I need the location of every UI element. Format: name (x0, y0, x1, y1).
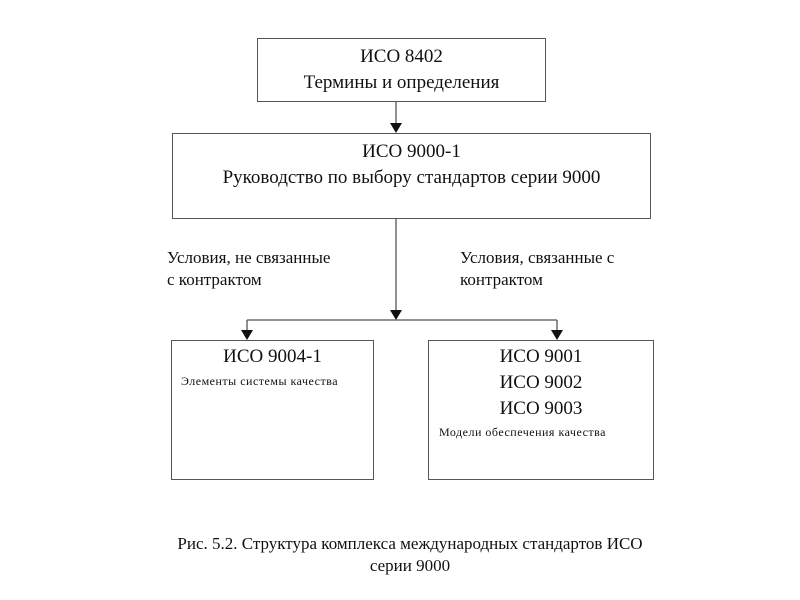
arrowhead-middle (390, 123, 402, 133)
box-title: ИСО 9004-1 (223, 346, 322, 367)
figure-caption: Рис. 5.2. Структура комплекса международ… (100, 533, 720, 577)
arrowhead-left (241, 330, 253, 340)
label-line: с контрактом (167, 270, 262, 289)
arrowhead-branch (390, 310, 402, 320)
box-title: ИСО 9003 (499, 398, 583, 419)
label-line: контрактом (460, 270, 543, 289)
box-title: ИСО 8402 (360, 46, 443, 67)
box-iso-8402: ИСО 8402 Термины и определения (257, 38, 546, 102)
branch-label-non-contract: Условия, не связанные с контрактом (167, 247, 330, 291)
box-iso-9000-1: ИСО 9000-1 Руководство по выбору стандар… (172, 133, 651, 219)
box-description: Элементы системы качества (181, 374, 339, 388)
caption-line: серии 9000 (369, 556, 451, 575)
box-subtitle: Термины и определения (303, 72, 500, 93)
label-line: Условия, связанные с (460, 248, 615, 267)
box-subtitle: Руководство по выбору стандартов серии 9… (222, 167, 601, 188)
box-iso-9001-9003: ИСО 9001 ИСО 9002 ИСО 9003 Модели обеспе… (428, 340, 654, 480)
branch-label-contract: Условия, связанные с контрактом (460, 247, 614, 291)
label-line: Условия, не связанные (167, 248, 331, 267)
box-iso-9004-1: ИСО 9004-1 Элементы системы качества (171, 340, 374, 480)
box-title: ИСО 9001 (499, 346, 583, 367)
arrowhead-right (551, 330, 563, 340)
caption-line: Рис. 5.2. Структура комплекса международ… (177, 534, 643, 553)
box-description: Модели обеспечения качества (439, 425, 606, 439)
box-title: ИСО 9002 (499, 372, 583, 393)
box-title: ИСО 9000-1 (362, 141, 461, 162)
